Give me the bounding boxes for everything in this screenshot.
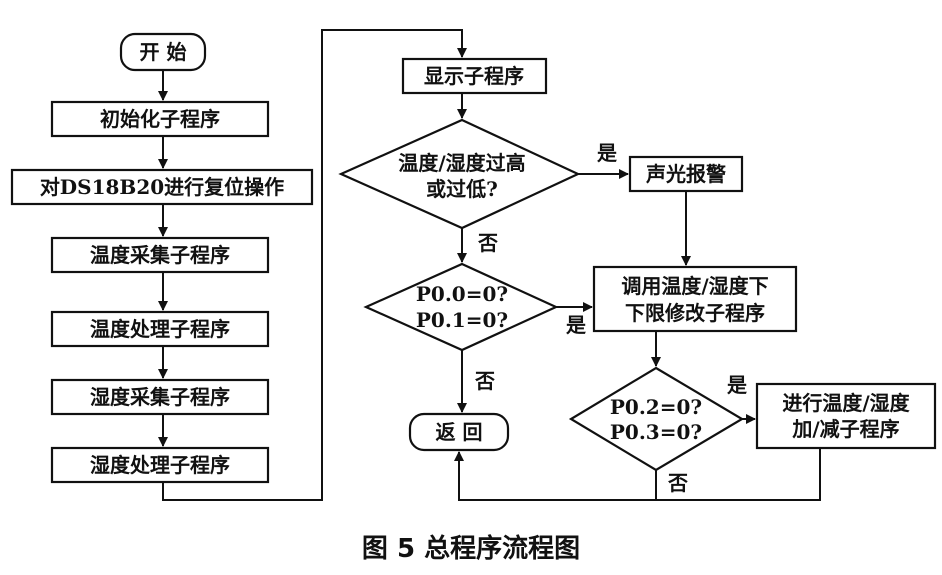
edge-label-yes-3: 是	[726, 373, 747, 397]
start-node: 开 始	[119, 32, 207, 72]
decision2-line2: P0.1=0?	[416, 308, 508, 332]
init-box: 初始化子程序	[50, 100, 270, 138]
temp-process-label: 温度处理子程序	[90, 317, 230, 341]
hum-collect-label: 湿度采集子程序	[90, 385, 230, 409]
adjust-line2: 加/减子程序	[791, 417, 899, 441]
temp-collect-label: 温度采集子程序	[90, 243, 230, 267]
edge-label-yes-2: 是	[565, 313, 586, 337]
decision1-line1: 温度/湿度过高	[398, 151, 525, 175]
reset-box: 对DS18B20进行复位操作	[10, 168, 314, 206]
figure-caption: 图 5 总程序流程图	[362, 533, 580, 564]
display-label: 显示子程序	[424, 64, 524, 88]
connector-loop-to-return	[454, 448, 821, 501]
alarm-label: 声光报警	[645, 162, 726, 186]
temp-collect-box: 温度采集子程序	[50, 236, 270, 274]
modify-box: 调用温度/湿度下 下限修改子程序	[592, 265, 798, 333]
return-label: 返 回	[436, 420, 483, 444]
modify-line2: 下限修改子程序	[625, 301, 765, 325]
init-label: 初始化子程序	[100, 107, 220, 131]
adjust-line1: 进行温度/湿度	[782, 391, 910, 415]
start-label: 开 始	[140, 40, 187, 64]
adjust-box: 进行温度/湿度 加/减子程序	[755, 382, 937, 450]
hum-process-box: 湿度处理子程序	[50, 446, 270, 484]
hum-collect-box: 湿度采集子程序	[50, 378, 270, 416]
edge-label-no-3: 否	[667, 471, 688, 495]
display-box: 显示子程序	[401, 57, 548, 95]
decision2-line1: P0.0=0?	[416, 282, 508, 306]
temp-process-box: 温度处理子程序	[50, 310, 270, 348]
decision3-diamond: P0.2=0? P0.3=0?	[568, 366, 745, 472]
connector-left-to-display	[162, 29, 467, 501]
edge-label-no-1: 否	[477, 231, 498, 255]
return-node: 返 回	[408, 412, 510, 452]
alarm-box: 声光报警	[628, 155, 744, 193]
reset-label: 对DS18B20进行复位操作	[40, 175, 284, 199]
decision3-line1: P0.2=0?	[610, 395, 702, 419]
decision2-diamond: P0.0=0? P0.1=0?	[363, 262, 559, 352]
modify-line1: 调用温度/湿度下	[621, 274, 768, 298]
hum-process-label: 湿度处理子程序	[90, 453, 230, 477]
edge-label-no-2: 否	[474, 369, 495, 393]
edge-label-yes-1: 是	[596, 141, 617, 165]
decision1-line2: 或过低?	[426, 177, 498, 201]
decision3-line2: P0.3=0?	[610, 420, 702, 444]
decision1-diamond: 温度/湿度过高 或过低?	[338, 118, 581, 230]
